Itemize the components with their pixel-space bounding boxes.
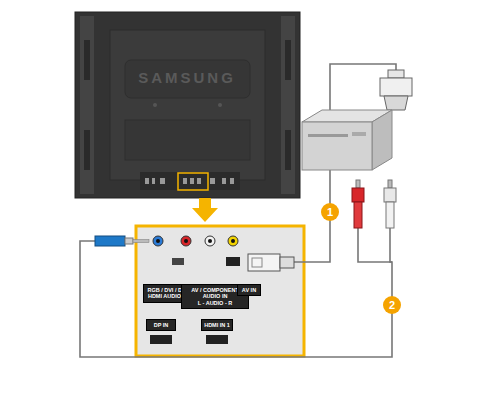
- stereo-plug: [95, 236, 149, 246]
- dvi-connector: [380, 70, 412, 110]
- port-label-text: L - AUDIO - R: [184, 300, 246, 306]
- callout-number: 1: [321, 203, 339, 221]
- port-label-text: HDMI IN 1: [204, 322, 230, 328]
- zoom-arrow: [192, 198, 218, 222]
- rca-plugs: [352, 180, 396, 228]
- port-label: HDMI IN 1: [201, 319, 233, 331]
- source-device: [302, 110, 392, 170]
- monitor-back: [75, 12, 300, 198]
- port-panel: [136, 226, 304, 356]
- audio-cable: [80, 228, 392, 357]
- callout-number: 2: [383, 296, 401, 314]
- port-label: DP IN: [146, 319, 176, 331]
- brand-name: SAMSUNG: [138, 69, 236, 86]
- port-label-text: DP IN: [149, 322, 173, 328]
- dvi-plug-panel: [248, 254, 294, 271]
- port-label: AV IN: [237, 284, 261, 296]
- port-label-text: AV IN: [240, 287, 258, 293]
